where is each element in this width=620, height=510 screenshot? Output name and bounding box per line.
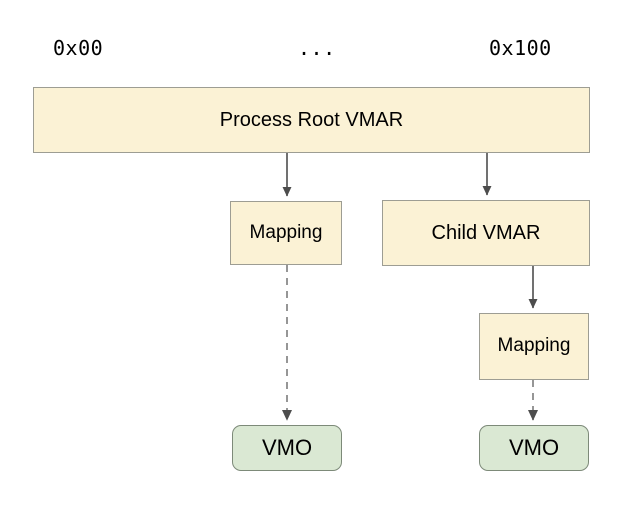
- node-label-vmo-right: VMO: [508, 434, 560, 460]
- node-label-mapping-right: Mapping: [497, 335, 571, 357]
- node-vmo-left[interactable]: VMO: [232, 425, 342, 471]
- node-label-process-root-vmar: Process Root VMAR: [219, 109, 404, 131]
- address-label-ellipsis: ...: [298, 36, 336, 60]
- node-label-child-vmar: Child VMAR: [431, 222, 541, 244]
- node-child-vmar[interactable]: Child VMAR: [382, 200, 590, 266]
- node-process-root-vmar[interactable]: Process Root VMAR: [33, 87, 590, 153]
- address-label-end: 0x100: [489, 36, 552, 60]
- node-mapping-left[interactable]: Mapping: [230, 201, 342, 265]
- node-mapping-right[interactable]: Mapping: [479, 313, 589, 380]
- node-vmo-right[interactable]: VMO: [479, 425, 589, 471]
- node-label-mapping-left: Mapping: [249, 221, 323, 243]
- node-label-vmo-left: VMO: [261, 434, 313, 460]
- address-label-start: 0x00: [53, 36, 104, 60]
